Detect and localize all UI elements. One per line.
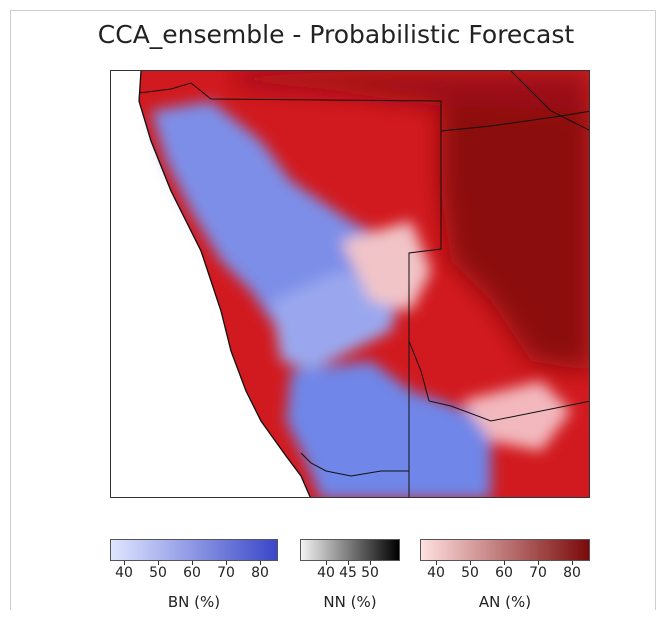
- map-title: CCA_ensemble - Probabilistic Forecast: [97, 20, 575, 49]
- coastline: [138, 71, 311, 497]
- colorbar-an-tick: 40: [427, 565, 445, 581]
- colorbar-bn: 40 50 60 70 80 BN (%): [110, 539, 278, 611]
- colorbar-bn-tick: 70: [217, 565, 235, 581]
- forecast-map-svg: [138, 71, 589, 497]
- colorbar-an-tick: 70: [529, 565, 547, 581]
- colorbar-nn-gradient: [300, 539, 400, 561]
- country-borders: [138, 71, 589, 497]
- colorbar-nn-label: NN (%): [323, 593, 377, 611]
- below-normal-zone-west: [151, 101, 391, 331]
- colorbar-an-tick: 60: [495, 565, 513, 581]
- colorbar-nn-tick: 45: [339, 565, 357, 581]
- below-normal-zone-south: [286, 361, 491, 497]
- colorbar-bn-tick: 40: [115, 565, 133, 581]
- colorbar-bn-tick: 80: [251, 565, 269, 581]
- colorbar-bn-gradient: [110, 539, 278, 561]
- colorbar-nn: 40 45 50 NN (%): [300, 539, 400, 611]
- figure-frame: [10, 10, 656, 610]
- forecast-map: [110, 70, 590, 498]
- colorbar-nn-tick: 40: [317, 565, 335, 581]
- colorbar-an: 40 50 60 70 80 AN (%): [420, 539, 590, 611]
- colorbar-an-gradient: [420, 539, 590, 561]
- strong-above-zone-east: [441, 91, 589, 371]
- colorbar-bn-tick: 50: [149, 565, 167, 581]
- strong-above-zone-north: [231, 71, 589, 111]
- colorbar-an-label: AN (%): [478, 593, 532, 611]
- colorbar-bn-tick: 60: [183, 565, 201, 581]
- colorbar-an-tick: 80: [563, 565, 581, 581]
- colorbar-bn-label: BN (%): [167, 593, 221, 611]
- colorbar-nn-tick: 50: [361, 565, 379, 581]
- colorbar-an-tick: 50: [461, 565, 479, 581]
